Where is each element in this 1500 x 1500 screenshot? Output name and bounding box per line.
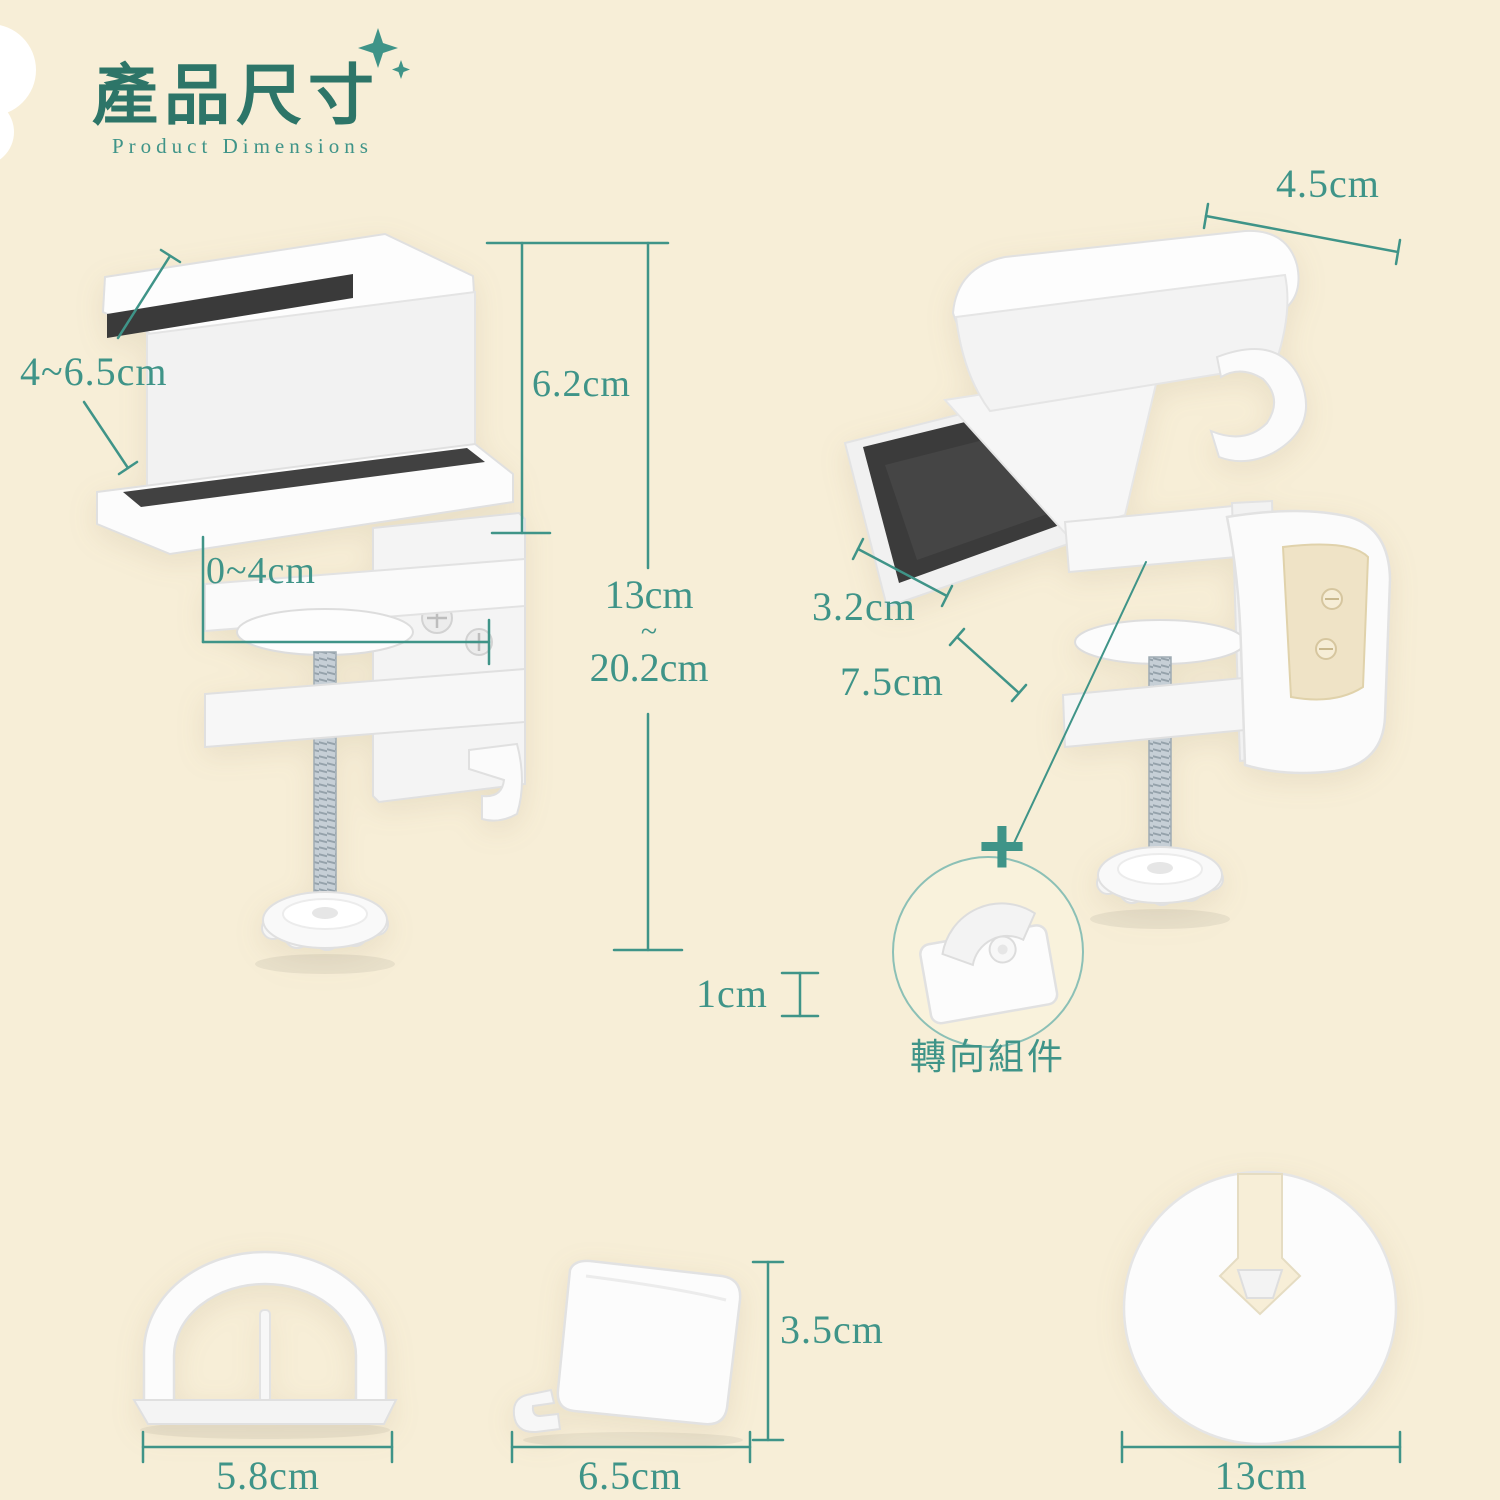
scallop-decoration [0,22,62,172]
page-title: 產品尺寸 [92,60,380,133]
dim-label-top-width: 4.5cm [1276,161,1380,206]
adapter-part-label: 轉向組件 [909,1037,1066,1077]
dim-label-total-height: 13cm ~ 20.2cm [563,572,735,691]
adapter-part-circle [892,856,1084,1048]
dim-label-base-depth: 7.5cm [840,659,944,704]
dim-height-max: 20.2cm [589,645,709,690]
sparkle-icon [352,26,416,90]
dim-height-min: 13cm [604,572,694,617]
dim-label-disc-width: 13cm [1214,1453,1308,1498]
dim-label-adapter-height: 1cm [696,971,768,1016]
dim-label-jaw-range: 4~6.5cm [20,349,168,394]
dim-height-tilde: ~ [640,615,658,648]
plus-icon: + [978,801,1026,892]
adapter-part-illustration [919,902,1059,1025]
page-subtitle: Product Dimensions [112,134,373,158]
dim-label-hook-width: 5.8cm [216,1453,320,1498]
dim-label-cover-height: 3.5cm [780,1307,884,1352]
dim-label-cover-width: 6.5cm [578,1453,682,1498]
cover-part-illustration [498,1248,763,1453]
clamp-exploded-illustration [55,222,535,992]
dim-label-opening-range: 0~4cm [206,550,316,592]
dim-label-pad-depth: 3.2cm [812,584,916,629]
hook-part-illustration [128,1242,403,1442]
disc-part-illustration [1112,1162,1407,1457]
dim-label-pad-height: 6.2cm [532,363,631,405]
